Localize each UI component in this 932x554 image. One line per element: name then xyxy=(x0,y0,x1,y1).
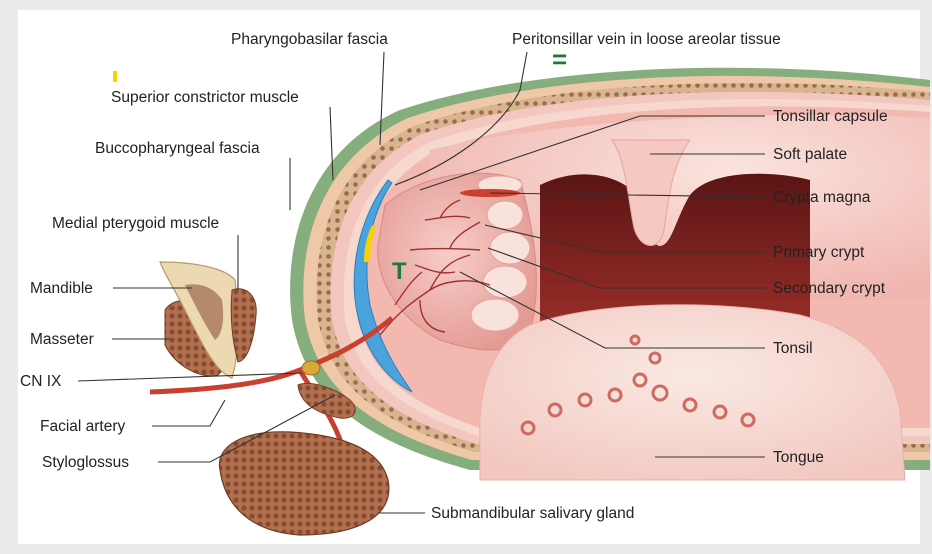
label-buccopharyngeal-fascia: Buccopharyngeal fascia xyxy=(95,140,260,157)
label-facial-artery: Facial artery xyxy=(40,418,126,435)
label-pharyngobasilar-fascia: Pharyngobasilar fascia xyxy=(231,31,388,48)
label-crypta-magna: Crypta magna xyxy=(773,189,871,206)
label-masseter: Masseter xyxy=(30,331,94,348)
label-tonsil: Tonsil xyxy=(773,340,813,357)
label-submandibular-gland: Submandibular salivary gland xyxy=(431,505,634,522)
yellow-highlight-mark xyxy=(113,71,117,82)
label-tonsillar-capsule: Tonsillar capsule xyxy=(773,108,888,125)
label-primary-crypt: Primary crypt xyxy=(773,244,865,261)
label-cn-ix: CN IX xyxy=(20,373,62,390)
label-mandible: Mandible xyxy=(30,280,93,297)
label-peritonsillar-vein: Peritonsillar vein in loose areolar tiss… xyxy=(512,31,781,48)
cn-ix-nerve xyxy=(302,361,320,375)
label-superior-constrictor: Superior constrictor muscle xyxy=(111,89,299,106)
label-styloglossus: Styloglossus xyxy=(42,454,129,471)
green-double-mark: = xyxy=(552,44,567,74)
green-t-mark: T xyxy=(392,258,407,285)
label-secondary-crypt: Secondary crypt xyxy=(773,280,886,297)
label-soft-palate: Soft palate xyxy=(773,146,847,163)
label-tongue: Tongue xyxy=(773,449,824,466)
label-medial-pterygoid: Medial pterygoid muscle xyxy=(52,215,219,232)
tongue xyxy=(480,305,905,480)
